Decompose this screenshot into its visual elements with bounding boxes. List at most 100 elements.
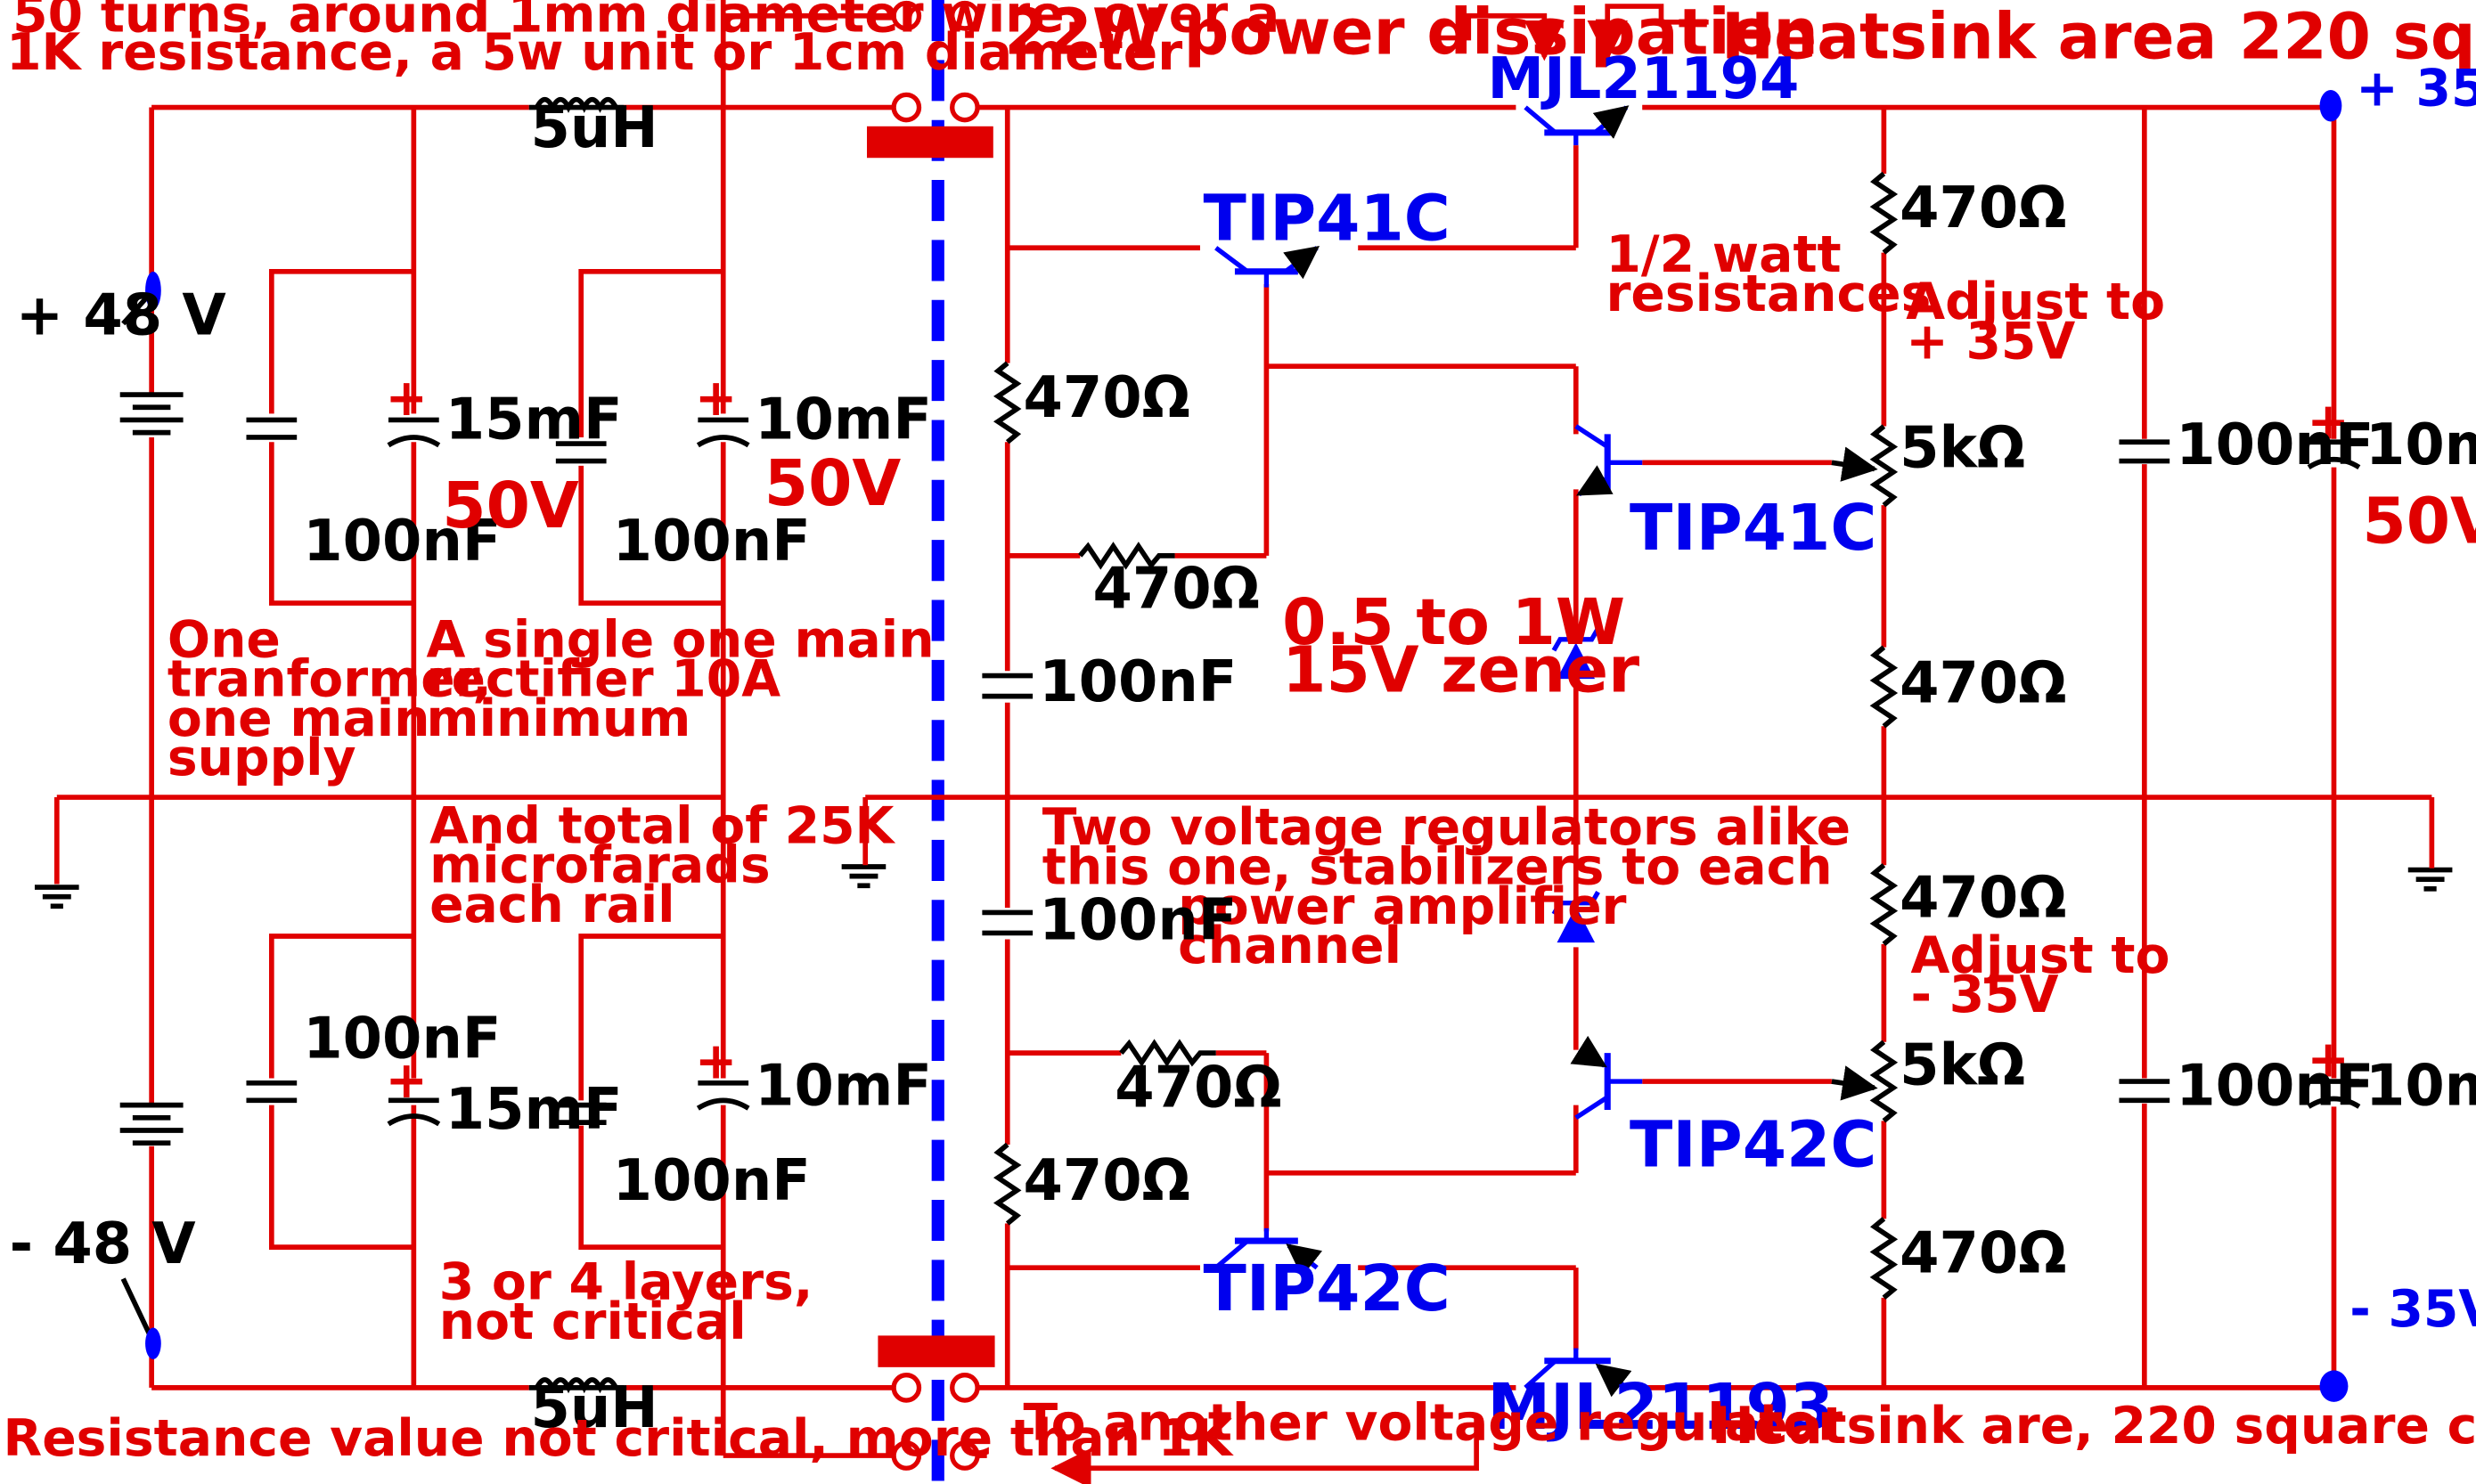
transistor-tip41c-mid [1574,424,1643,497]
label-470-horizontal-bottom: 470Ω [1115,1055,1281,1121]
pot-5k-bottom [1831,1040,1899,1123]
label-100nF-left-bottom-2: 100nF [613,1148,811,1214]
inductor-bottom [528,1377,625,1394]
svg-text:+: + [385,369,428,428]
label-10mF-out-top: 10mF [2366,412,2476,478]
cap-100nF-left-bottom-1 [246,1080,298,1104]
svg-text:+: + [2307,393,2349,452]
probe-minus-35v [2319,1370,2349,1402]
label-470-horizontal-top: 470Ω [1092,556,1259,622]
note-total-caps-line-2: microfarads [429,836,771,895]
label-15mF-top: 15mF [445,387,623,453]
transistor-tip41c-top [1214,246,1320,288]
note-half-watt-line-1: 1/2 watt [1606,225,1841,284]
note-half-watt-line-2: resistances [1606,265,1931,323]
label-10mF-left-bottom: 10mF [755,1054,932,1120]
label-inductor-bottom: 5uH [531,1375,658,1441]
inductor-top [528,96,625,113]
label-tip42c-bottom: TIP42C [1204,1252,1450,1325]
resistor-470-divider-2 [1869,645,1899,729]
probe-plus-35v [2319,90,2342,122]
label-470-divider-2: 470Ω [1900,651,2066,717]
label-supply-positive: + 48 V [16,283,227,349]
resistor-470-horizontal-top [1078,542,1175,570]
label-tip41c-top: TIP41C [1204,181,1450,255]
cap-100nF-left-top-2 [555,441,607,464]
left-supply-wiring [53,0,897,1458]
note-adjust-negative-line-2: - 35V [1911,966,2059,1024]
note-heatsink-top: Heatsink area 220 square cms [1721,0,2476,74]
cap-100nF-reg-top [982,673,1034,699]
label-100nF-reg-bottom: 100nF [1039,888,1237,954]
cap-15mF-top [387,417,441,448]
label-470-divider-1: 470Ω [1900,175,2066,241]
label-10mF-out-bottom: 10mF [2366,1054,2476,1120]
resistor-470-divider-3 [1869,863,1899,947]
note-total-caps-line-1: And total of 25K [429,796,895,855]
label-100nF-left-top-1: 100nF [303,509,501,575]
svg-text:+: + [2307,1031,2349,1089]
note-two-regulators-line-2: this one, stabilizers to each [1042,838,1833,897]
polarity-marks-left: + + + + [385,369,737,1110]
label-mjl21193: MJL21193 [1488,1370,1835,1444]
resistor-470-reg-top [993,361,1022,444]
module-divider [867,0,995,1484]
cap-15mF-bottom [387,1097,441,1127]
note-adjust-positive-line-1: Adjust to [1906,273,2165,331]
cap-100nF-left-top-1 [246,417,298,440]
note-one-transformer-line-4: supply [168,729,356,787]
resistor-470-divider-1 [1869,171,1899,255]
transistor-tip42c-mid [1570,1035,1643,1121]
cap-10mF-out-top [2307,439,2361,470]
ground-center [841,864,887,889]
note-one-transformer-line-1: One [168,610,281,669]
label-470-reg-bottom: 470Ω [1023,1148,1189,1214]
probe-minus-48v [120,1277,161,1359]
battery-48v-positive [119,392,184,436]
battery-48v-negative [119,1102,184,1146]
label-tip42c-mid: TIP42C [1630,1108,1876,1182]
label-50v-left-1: 50V [442,469,579,542]
cap-100nF-left-bottom-2 [555,1102,607,1125]
note-rectifier-line-1: A single one main [427,610,935,669]
zener-top [1551,627,1600,680]
label-470-divider-3: 470Ω [1900,866,2066,932]
note-rectifier-line-3: minimum [427,689,691,748]
label-100nF-reg-top: 100nF [1039,649,1237,715]
note-two-regulators: Two voltage regulators alike this one, s… [1042,798,1851,975]
label-100nF-left-top-2: 100nF [613,509,811,575]
note-rectifier-line-2: rectifier 10A [427,650,781,709]
transistor-mjl21193 [1524,1348,1632,1398]
zener-bottom [1551,891,1600,943]
label-100nF-left-bottom-1: 100nF [303,1006,501,1072]
right-regulator-wiring [862,4,2435,1484]
label-supply-negative: - 48 V [10,1211,197,1277]
label-rail-negative: - 35V [2349,1280,2476,1339]
note-to-another-regulator: To another voltage regulator [1023,1393,1843,1452]
choke-note-line-1: 50 turns, around 1mm diameter wire, over… [12,0,1279,44]
note-power-dissipation: 22W power dissipation [1004,0,1818,69]
note-heatsink-bottom: Heatsink are, 220 square centimeters [1712,1397,2476,1455]
probe-plus-48v [121,271,161,326]
ground-right [2407,867,2453,892]
note-layers-line-1: 3 or 4 layers, [439,1253,813,1312]
transistor-tip42c-bottom [1213,1227,1323,1277]
note-one-transformer: One tranformer, one main supply [168,610,492,787]
svg-text:+: + [695,369,738,428]
resistor-470-divider-4 [1869,1217,1899,1301]
cap-10mF-out-bottom [2307,1079,2361,1109]
note-one-transformer-line-3: one main [168,689,430,748]
cap-10mF-left-bottom [696,1080,750,1111]
label-rail-positive: + 35V [2356,60,2476,118]
transistor-mjl21194 [1524,105,1630,146]
label-50v-right: 50V [2362,485,2476,559]
note-one-transformer-line-2: tranformer, [168,650,492,709]
note-adjust-positive-line-2: + 35V [1906,312,2075,371]
note-zener-line-2: 15V zener [1282,632,1639,706]
note-zener-line-1: 0.5 to 1W [1282,585,1625,659]
label-10mF-left-top: 10mF [755,387,932,453]
label-mjl21194: MJL21194 [1488,46,1800,112]
note-layers: 3 or 4 layers, not critical [439,1253,813,1351]
resistor-470-reg-bottom [993,1142,1022,1226]
